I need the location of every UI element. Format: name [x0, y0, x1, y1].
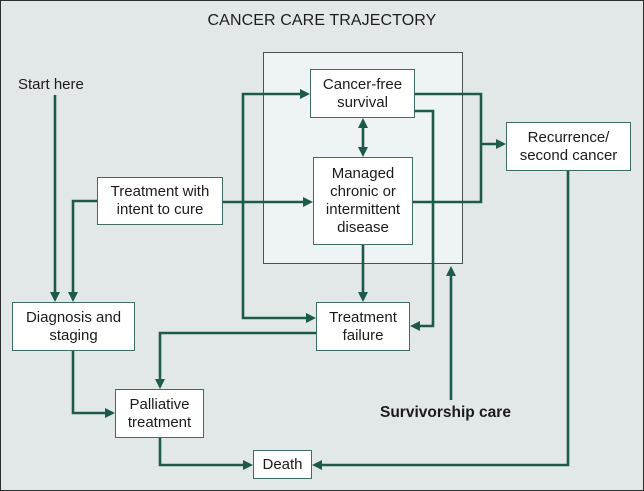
- diagram-title: CANCER CARE TRAJECTORY: [207, 12, 437, 29]
- node-death: Death: [253, 450, 312, 479]
- node-recurrence-second-cancer: Recurrence/ second cancer: [506, 122, 631, 171]
- start-here-label: Start here: [18, 76, 84, 93]
- node-palliative-treatment: Palliative treatment: [115, 389, 204, 438]
- node-treatment-with-intent-to-cure: Treatment with intent to cure: [97, 177, 223, 225]
- node-treatment-failure: Treatment failure: [316, 302, 410, 351]
- node-diagnosis-and-staging: Diagnosis and staging: [12, 302, 135, 351]
- node-managed-chronic-disease: Managed chronic or intermittent disease: [313, 157, 413, 245]
- node-cancer-free-survival: Cancer-free survival: [310, 69, 415, 118]
- survivorship-care-label: Survivorship care: [380, 404, 511, 421]
